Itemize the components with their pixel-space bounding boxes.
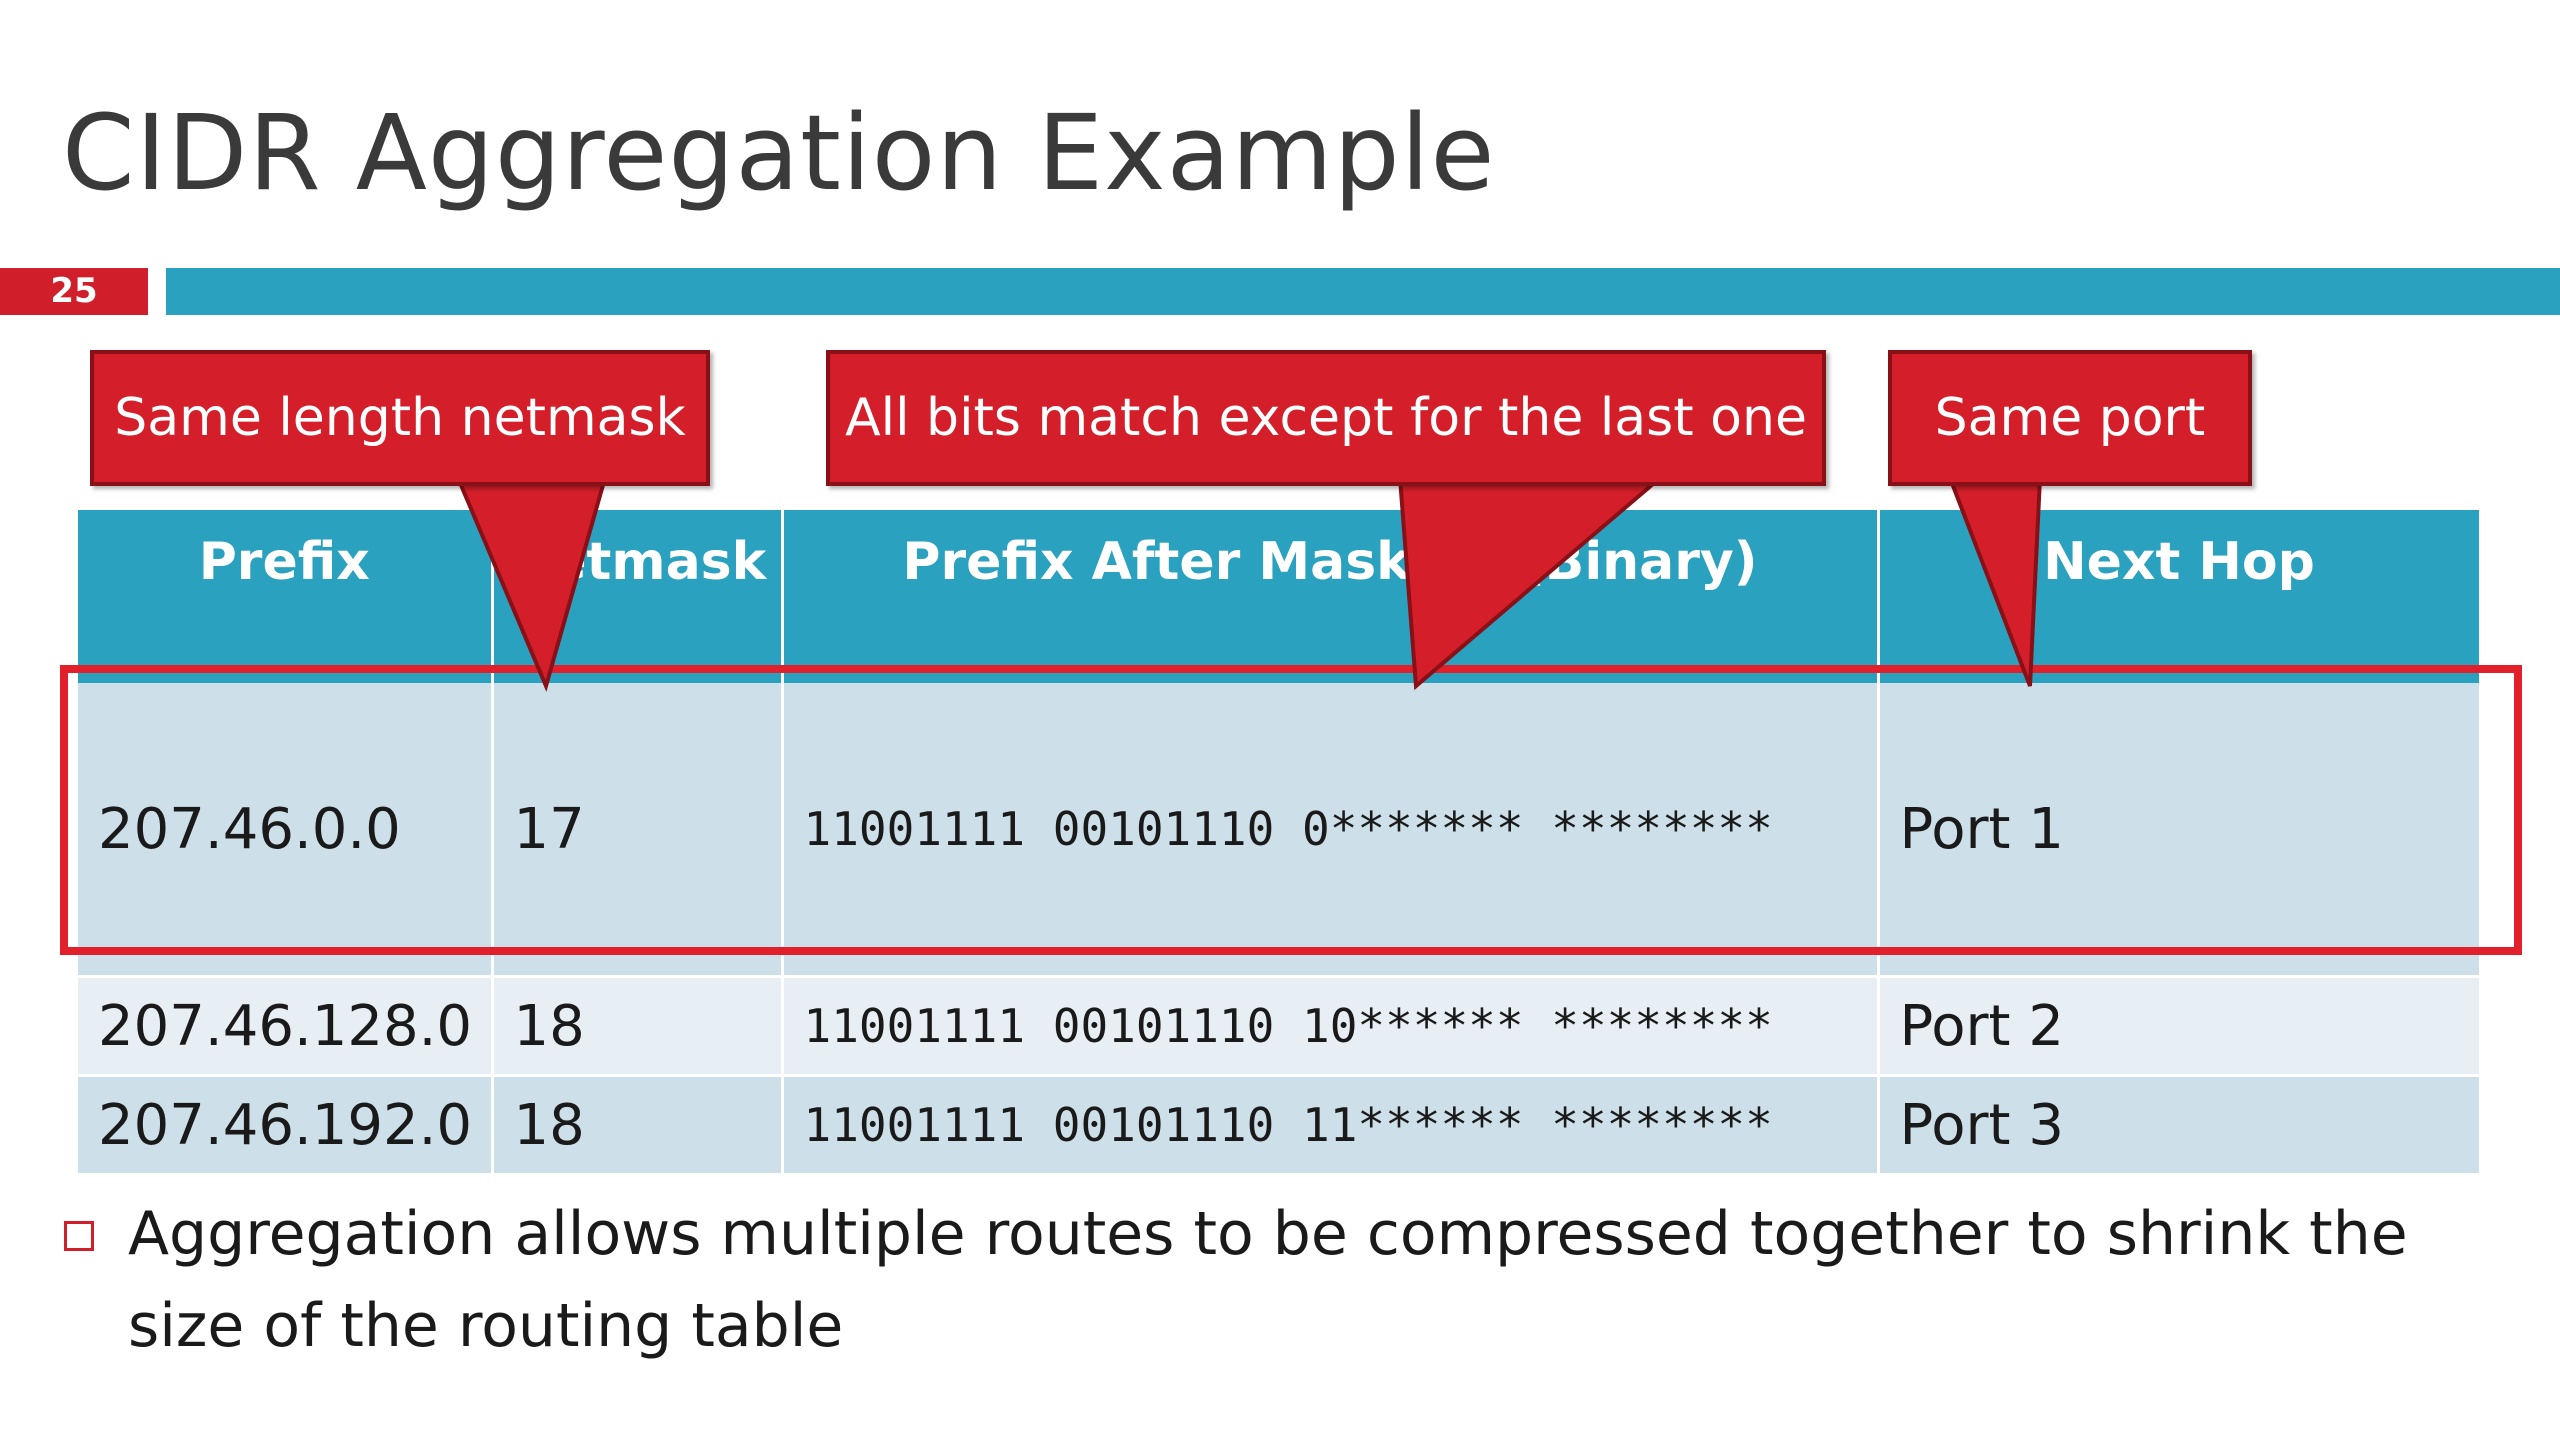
cell-netmask: 18 [492, 976, 784, 1077]
header-prefix: Prefix [78, 510, 494, 683]
table-header-row: Prefix Netmask Prefix After Masking (Bin… [78, 510, 2482, 683]
cell-netmask: 17 [492, 683, 784, 978]
callout-same-port: Same port [1888, 350, 2252, 486]
slide-title: CIDR Aggregation Example [62, 92, 1496, 214]
callout-pointer-bits [1397, 476, 1666, 691]
aggregation-highlight [60, 665, 2522, 955]
table-row: 207.46.128.0 18 11001111 00101110 10****… [78, 976, 2482, 1077]
cell-next-hop: Port 2 [1878, 976, 2482, 1077]
bullet-text: Aggregation allows multiple routes to be… [128, 1199, 2408, 1361]
title-divider [166, 268, 2560, 315]
callout-same-netmask: Same length netmask [90, 350, 710, 486]
callout-pointer-netmask [454, 476, 608, 693]
cell-prefix: 207.46.0.0 [78, 683, 494, 978]
cell-netmask: 18 [492, 1075, 784, 1176]
routing-table: Prefix Netmask Prefix After Masking (Bin… [78, 510, 2482, 1176]
callout-pointer-port [1947, 476, 2043, 687]
cell-prefix: 207.46.192.0 [78, 1075, 494, 1176]
slide-number: 25 [0, 268, 148, 315]
cell-binary: 11001111 00101110 0******* ******** [782, 683, 1880, 978]
header-binary: Prefix After Masking (Binary) [782, 510, 1880, 683]
cell-binary: 11001111 00101110 10****** ******** [782, 976, 1880, 1077]
table-row: 207.46.0.0 17 11001111 00101110 0*******… [78, 683, 2482, 978]
table-row: 207.46.192.0 18 11001111 00101110 11****… [78, 1075, 2482, 1176]
cell-next-hop: Port 1 [1878, 683, 2482, 978]
cell-binary: 11001111 00101110 11****** ******** [782, 1075, 1880, 1176]
bullet-square-icon [64, 1221, 94, 1251]
callout-bits-match: All bits match except for the last one [826, 350, 1826, 486]
cell-prefix: 207.46.128.0 [78, 976, 494, 1077]
cell-next-hop: Port 3 [1878, 1075, 2482, 1176]
